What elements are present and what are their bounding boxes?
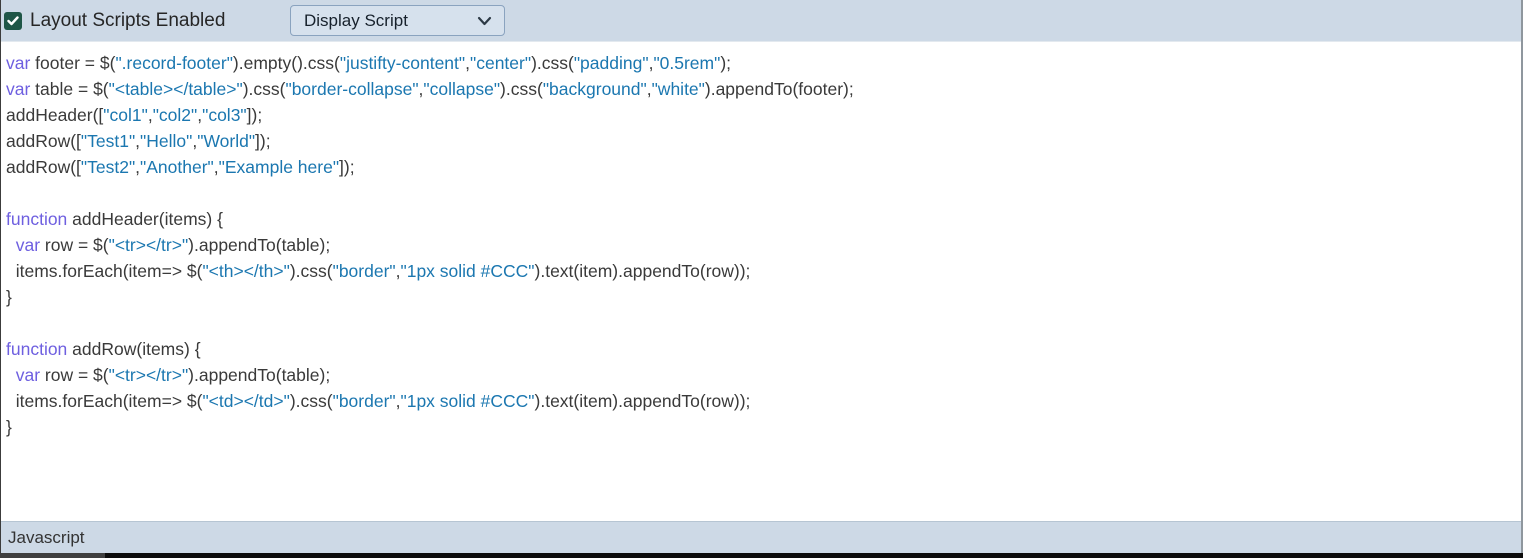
code-line: function addRow(items) {	[6, 339, 201, 359]
code-line: function addHeader(items) {	[6, 209, 223, 229]
code-line	[6, 310, 1521, 336]
code-line: items.forEach(item=> $("<th></th>").css(…	[6, 261, 751, 281]
horizontal-scrollbar[interactable]	[0, 553, 1523, 558]
window-right-edge	[1521, 0, 1523, 558]
status-bar: Javascript	[0, 521, 1523, 553]
code-line: }	[6, 287, 12, 307]
code-line: }	[6, 417, 12, 437]
toolbar: Layout Scripts Enabled Display Script	[0, 0, 1523, 42]
script-selector-wrap: Display Script	[290, 5, 505, 36]
code-line	[6, 180, 1521, 206]
language-label: Javascript	[8, 527, 85, 547]
window-left-edge	[0, 0, 1, 558]
code-line: addHeader(["col1","col2","col3"]);	[6, 105, 263, 125]
code-line: items.forEach(item=> $("<td></td>").css(…	[6, 391, 751, 411]
checkbox-checked-icon[interactable]	[4, 11, 22, 30]
layout-scripts-toggle[interactable]: Layout Scripts Enabled	[0, 10, 225, 32]
code-line: var row = $("<tr></tr>").appendTo(table)…	[15, 235, 331, 255]
code-line: addRow(["Test2","Another","Example here"…	[6, 157, 355, 177]
code-line: var row = $("<tr></tr>").appendTo(table)…	[15, 365, 331, 385]
layout-scripts-label: Layout Scripts Enabled	[30, 9, 226, 31]
code-line: addRow(["Test1","Hello","World"]);	[6, 131, 271, 151]
scrollbar-thumb[interactable]	[0, 553, 105, 558]
code-line: var table = $("<table></table>").css("bo…	[6, 79, 854, 99]
display-script-select[interactable]: Display Script	[290, 5, 505, 36]
code-line: var footer = $(".record-footer").empty()…	[6, 53, 732, 73]
code-editor[interactable]: var footer = $(".record-footer").empty()…	[0, 43, 1521, 521]
